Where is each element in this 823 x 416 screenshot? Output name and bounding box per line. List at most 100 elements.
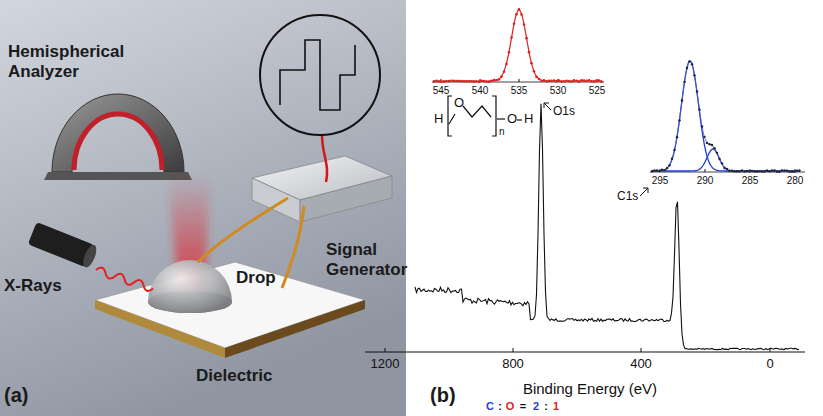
c1s-point: [743, 170, 745, 172]
tick-label: 535: [511, 85, 528, 97]
c1s-point: [656, 169, 658, 171]
drop: [148, 260, 232, 313]
c1s-point: [771, 169, 773, 171]
o1s-point: [590, 80, 593, 83]
c1s-point: [696, 90, 698, 92]
c1s-point: [731, 170, 733, 172]
c1s-point: [683, 81, 685, 83]
c1s-point: [676, 136, 678, 138]
o1s-point: [543, 79, 546, 82]
o1s-point: [435, 80, 438, 83]
o1s-point: [505, 63, 508, 66]
panel-background: [0, 0, 406, 416]
tick-label: 545: [433, 85, 450, 97]
c1s-point: [666, 167, 668, 169]
o1s-point: [485, 80, 488, 83]
signal-wire: [322, 135, 327, 182]
tick-label: 290: [697, 175, 714, 187]
o1s-point: [438, 80, 441, 83]
c1s-point: [726, 168, 728, 170]
o1s-point: [503, 70, 506, 73]
o1s-point: [540, 79, 543, 82]
ratio-text: :: [544, 400, 548, 413]
tick-label: 540: [472, 85, 489, 97]
c1s-point: [718, 158, 720, 160]
o1s-point: [585, 80, 588, 83]
c1s-point: [763, 170, 765, 172]
c1s-point: [791, 170, 793, 172]
c1s-point: [678, 119, 680, 121]
tick-label: 800: [502, 357, 524, 372]
c1s-point: [753, 170, 755, 172]
o1s-point: [530, 62, 533, 65]
o1s-point: [443, 80, 446, 83]
o1s-point: [563, 80, 566, 83]
c1s-point: [651, 170, 653, 172]
o1s-point: [575, 79, 578, 82]
c1s-point: [686, 67, 688, 69]
xray-beam: [95, 266, 155, 292]
o1s-point: [480, 80, 483, 83]
tick-label: 525: [589, 85, 606, 97]
o1s-point: [568, 80, 571, 83]
axis-title: Binding Energy (eV): [523, 380, 657, 397]
part-label: Drop: [236, 268, 276, 288]
o1s-point: [550, 80, 553, 83]
c1s-point: [728, 170, 730, 172]
axis-tick: [641, 348, 642, 352]
o1s-point: [593, 80, 596, 83]
o1s-point: [433, 80, 436, 83]
o1s-point: [508, 51, 511, 54]
formula-bonds: [448, 96, 522, 136]
c1s-point: [703, 136, 705, 138]
o1s-point: [573, 79, 576, 82]
c1s-point: [751, 170, 753, 172]
formula-atom: O: [507, 112, 517, 127]
part-label: Signal Generator: [326, 240, 416, 279]
electrode-wire: [282, 206, 304, 288]
c1s-point: [768, 170, 770, 172]
x-axis: [365, 352, 805, 353]
o1s-point: [465, 80, 468, 83]
o1s-point: [513, 22, 516, 25]
c1s-point: [688, 60, 690, 62]
o1s-point: [483, 80, 486, 83]
o1s-point: [580, 79, 583, 82]
c1s-point: [721, 162, 723, 164]
o1s-point: [565, 79, 568, 82]
c1s-point: [796, 169, 798, 171]
c1s-envelope: [652, 61, 800, 171]
o1s-point: [488, 80, 491, 83]
o1s-point: [440, 80, 443, 83]
o1s-point: [478, 80, 481, 83]
o1s-fit: [434, 10, 602, 81]
square-wave: [280, 40, 355, 110]
c1s-point: [758, 170, 760, 172]
panel-letter: (b): [430, 384, 456, 407]
o1s-point: [570, 80, 573, 83]
o1s-point: [473, 80, 476, 83]
o1s-point: [520, 13, 523, 16]
o1s-point: [455, 80, 458, 83]
o1s-point: [528, 51, 531, 54]
c1s-point: [716, 152, 718, 154]
o1s-point: [453, 80, 456, 83]
c1s-point: [748, 170, 750, 172]
c1s-point: [673, 149, 675, 151]
o1s-point: [548, 80, 551, 83]
c1s-point: [741, 169, 743, 171]
formula-atom: H: [434, 112, 443, 127]
o1s-point: [525, 37, 528, 40]
ratio-text: C: [486, 400, 494, 413]
tick-label: 285: [742, 175, 759, 187]
o1s-point: [458, 80, 461, 83]
c1s-point: [761, 170, 763, 172]
o1s-point: [495, 79, 498, 82]
c1s-point: [681, 99, 683, 101]
o1s-point: [470, 80, 473, 83]
o1s-point: [595, 79, 598, 82]
label-arrows: [544, 103, 648, 196]
o1s-point: [445, 80, 448, 83]
generator-front: [300, 176, 392, 222]
